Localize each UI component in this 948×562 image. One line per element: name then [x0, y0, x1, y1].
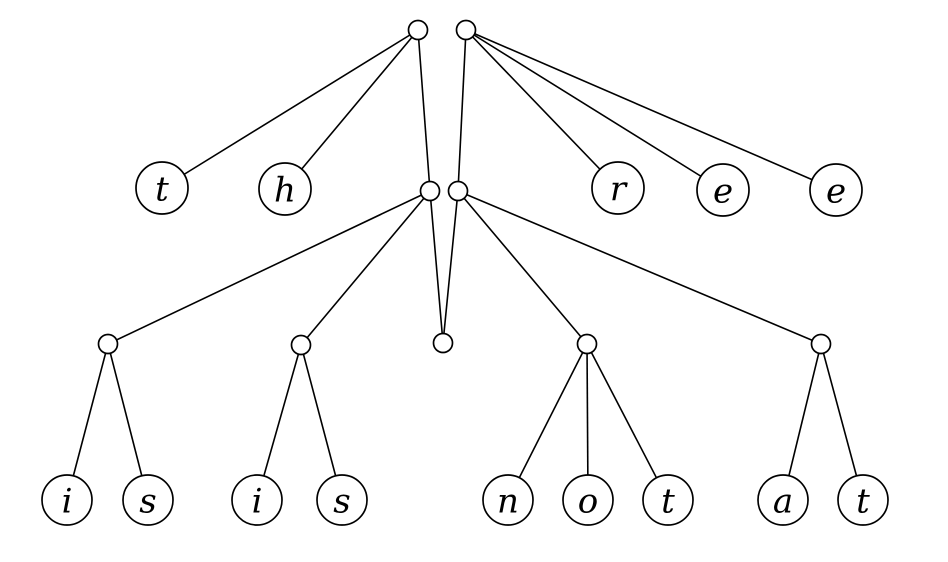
- letter-node-leaf-r: r: [591, 161, 645, 215]
- letter-node-leaf-t1: t: [135, 161, 189, 215]
- tree-edge-root-right-leaf-r: [465, 29, 619, 189]
- node-circle: [482, 474, 534, 526]
- node-circle: [97, 333, 119, 355]
- letter-node-leaf-h: h: [258, 162, 312, 216]
- node-circle: [809, 163, 863, 217]
- node-letter-label: s: [333, 481, 350, 521]
- letter-node-leaf-t2: t: [642, 474, 694, 526]
- tree-edge-root-left-leaf-h: [284, 29, 419, 190]
- node-circle: [455, 19, 477, 41]
- node-letter-label: t: [856, 481, 870, 521]
- letter-node-leaf-i1: i: [41, 474, 93, 526]
- internal-node-int-3: [432, 332, 454, 354]
- tree-edge-int-1-leaf-s1: [107, 343, 149, 501]
- letter-node-leaf-o: o: [562, 474, 614, 526]
- node-circle: [562, 474, 614, 526]
- tree-edge-root-left-mid-left: [417, 29, 431, 192]
- node-circle: [41, 474, 93, 526]
- tree-edge-int-5-leaf-a: [782, 343, 822, 501]
- tree-edge-int-5-leaf-t3: [820, 343, 864, 501]
- letter-node-leaf-a: a: [757, 474, 809, 526]
- node-circle: [591, 161, 645, 215]
- internal-node-int-5: [810, 333, 832, 355]
- tree-edge-int-2-leaf-i2: [256, 344, 302, 501]
- node-letter-label: e: [826, 171, 846, 211]
- node-circle: [757, 474, 809, 526]
- node-letter-label: t: [155, 169, 169, 209]
- node-letter-label: i: [62, 481, 73, 521]
- tree-edge-int-4-leaf-t2: [586, 343, 669, 501]
- tree-edge-root-right-mid-right: [457, 29, 467, 192]
- node-letter-label: o: [578, 481, 598, 521]
- node-letter-label: h: [274, 170, 296, 210]
- tree-edge-mid-left-int-2: [300, 190, 431, 346]
- tree-edge-mid-right-int-5: [457, 190, 822, 345]
- node-circle: [642, 474, 694, 526]
- tree-edge-root-right-leaf-e2: [465, 29, 837, 191]
- letter-node-leaf-s2: s: [316, 474, 368, 526]
- node-letter-label: e: [713, 171, 733, 211]
- tree-edge-mid-right-int-4: [457, 190, 588, 345]
- letter-node-leaf-e2: e: [809, 163, 863, 217]
- tree-edge-int-4-leaf-n: [507, 343, 588, 501]
- node-circle: [316, 474, 368, 526]
- tree-edge-root-right-leaf-e1: [465, 29, 724, 191]
- letter-node-leaf-e1: e: [696, 163, 750, 217]
- tree-edge-mid-right-int-3: [442, 190, 459, 344]
- node-letter-label: s: [139, 481, 156, 521]
- node-circle: [837, 474, 889, 526]
- letter-node-leaf-t3: t: [837, 474, 889, 526]
- internal-node-int-4: [576, 333, 598, 355]
- node-circle: [258, 162, 312, 216]
- node-circle: [419, 180, 441, 202]
- node-circle: [696, 163, 750, 217]
- node-letter-label: n: [497, 481, 519, 521]
- tree-edge-int-4-leaf-o: [586, 343, 589, 501]
- node-circle: [231, 474, 283, 526]
- letter-node-leaf-i2: i: [231, 474, 283, 526]
- tree-edge-mid-left-int-1: [107, 190, 431, 345]
- node-letter-label: i: [252, 481, 263, 521]
- node-circle: [135, 161, 189, 215]
- node-circle: [447, 180, 469, 202]
- node-letter-label: t: [661, 481, 675, 521]
- node-circle: [290, 334, 312, 356]
- node-circle: [576, 333, 598, 355]
- internal-node-root-right: [455, 19, 477, 41]
- node-letter-label: r: [610, 169, 628, 209]
- tree-edge-int-2-leaf-s2: [300, 344, 343, 501]
- node-circle: [810, 333, 832, 355]
- tree-edge-int-1-leaf-i1: [66, 343, 109, 501]
- internal-node-root-left: [407, 19, 429, 41]
- letter-node-leaf-n: n: [482, 474, 534, 526]
- node-circle: [407, 19, 429, 41]
- internal-node-mid-right: [447, 180, 469, 202]
- node-circle: [432, 332, 454, 354]
- tree-edge-mid-left-int-3: [429, 190, 444, 344]
- internal-node-int-1: [97, 333, 119, 355]
- tree-edge-root-left-leaf-t1: [161, 29, 419, 189]
- node-letter-label: a: [773, 481, 793, 521]
- letter-node-leaf-s1: s: [122, 474, 174, 526]
- internal-node-int-2: [290, 334, 312, 356]
- internal-node-mid-left: [419, 180, 441, 202]
- node-circle: [122, 474, 174, 526]
